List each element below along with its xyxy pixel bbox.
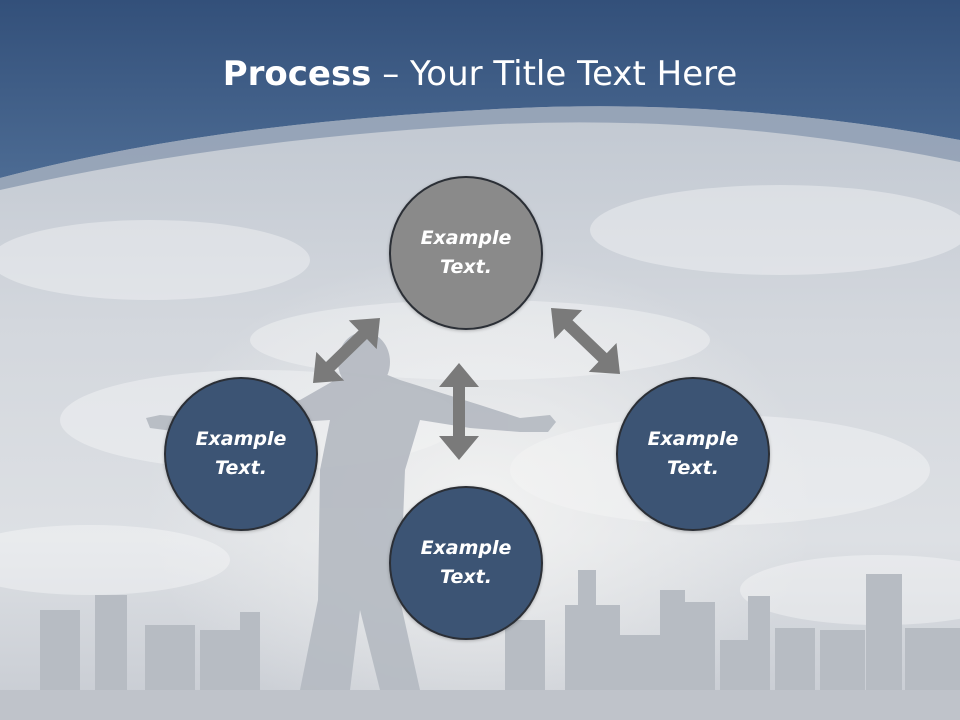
node-left-label: Example Text.	[195, 428, 287, 479]
node-right-label: Example Text.	[647, 428, 739, 479]
node-top-label: Example Text.	[420, 227, 512, 278]
process-node-right[interactable]: Example Text.	[616, 377, 770, 531]
title-rest: – Your Title Text Here	[371, 54, 738, 94]
title-bold: Process	[222, 54, 372, 94]
slide-title: Process – Your Title Text Here	[0, 52, 960, 96]
process-node-top[interactable]: Example Text.	[389, 176, 543, 330]
process-node-left[interactable]: Example Text.	[164, 377, 318, 531]
node-bottom-label: Example Text.	[420, 537, 512, 588]
process-node-bottom[interactable]: Example Text.	[389, 486, 543, 640]
header-swoosh	[0, 106, 960, 190]
header-band	[0, 0, 960, 178]
